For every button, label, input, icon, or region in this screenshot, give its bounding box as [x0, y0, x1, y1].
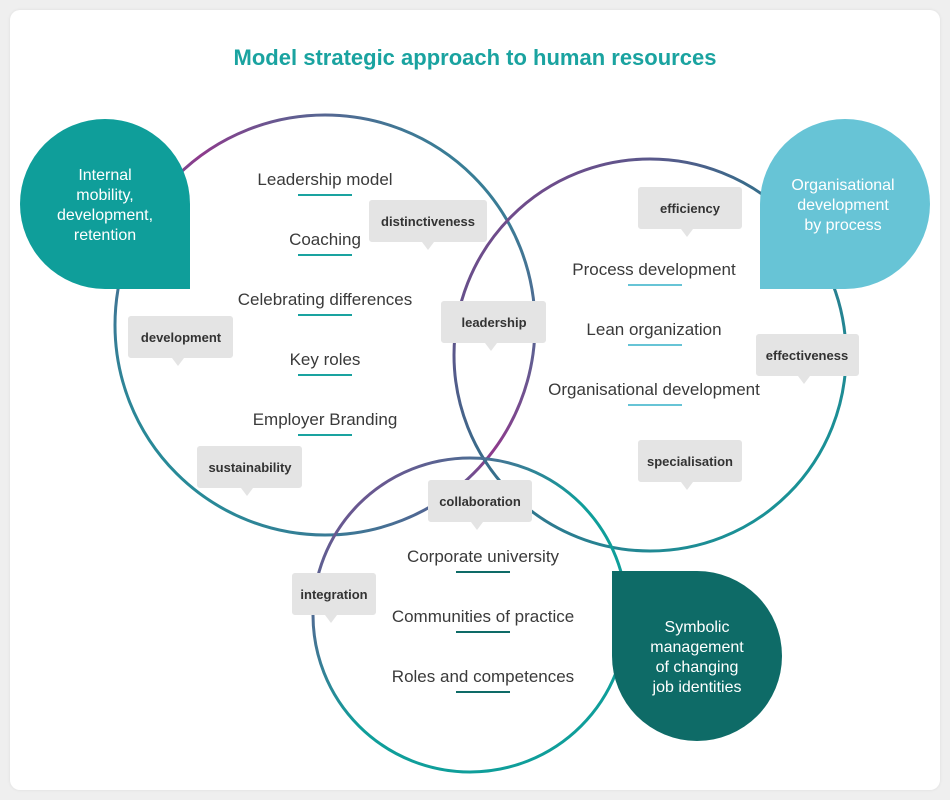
left-item: Employer Branding [253, 410, 398, 429]
left-item: Coaching [289, 230, 361, 249]
tag-specialisation: specialisation [638, 440, 742, 490]
tag-label: sustainability [208, 460, 292, 475]
tag-label: distinctiveness [381, 214, 475, 229]
tag-sustainability: sustainability [197, 446, 302, 496]
bubble-left-line: development, [57, 207, 153, 224]
tag-label: efficiency [660, 201, 721, 216]
bottom-items: Corporate university Communities of prac… [392, 547, 574, 693]
tag-integration: integration [292, 573, 376, 623]
bubble-right [760, 119, 930, 289]
tag-efficiency: efficiency [638, 187, 742, 237]
bubble-right-text: Organisational development by process [791, 177, 894, 234]
left-item: Celebrating differences [238, 290, 413, 309]
bubble-left-text: Internal mobility, development, retentio… [57, 167, 153, 244]
right-items: Process development Lean organization Or… [548, 260, 760, 406]
bubble-bottom-line: Symbolic [665, 619, 730, 636]
tag-development: development [128, 316, 233, 366]
bubble-bottom-line: job identities [652, 679, 742, 696]
bubble-right-line: Organisational [791, 177, 894, 194]
bubble-bottom-line: management [650, 639, 744, 656]
right-item: Lean organization [586, 320, 721, 339]
bubble-left-line: Internal [78, 167, 131, 184]
bubble-left [20, 119, 190, 289]
bubble-bottom [612, 571, 782, 741]
bubble-right-line: by process [804, 217, 881, 234]
tag-collaboration: collaboration [428, 480, 532, 530]
tag-label: collaboration [439, 494, 521, 509]
left-item: Key roles [290, 350, 361, 369]
tag-label: leadership [461, 315, 526, 330]
bottom-item: Communities of practice [392, 607, 574, 626]
bubble-bottom-line: of changing [656, 659, 739, 676]
right-item: Organisational development [548, 380, 760, 399]
tag-label: integration [300, 587, 367, 602]
tag-label: effectiveness [766, 348, 848, 363]
bubble-left-line: retention [74, 227, 136, 244]
diagram-card [10, 10, 940, 790]
bottom-item: Roles and competences [392, 667, 574, 686]
diagram-title: Model strategic approach to human resour… [233, 45, 717, 70]
tag-label: development [141, 330, 222, 345]
tag-distinctiveness: distinctiveness [369, 200, 487, 250]
bubble-right-line: development [797, 197, 889, 214]
tag-label: specialisation [647, 454, 733, 469]
bubble-left-line: mobility, [76, 187, 134, 204]
left-items: Leadership model Coaching Celebrating di… [238, 170, 413, 436]
bottom-item: Corporate university [407, 547, 560, 566]
tag-effectiveness: effectiveness [756, 334, 859, 384]
bubble-bottom-text: Symbolic management of changing job iden… [650, 619, 744, 696]
right-item: Process development [572, 260, 736, 279]
left-item: Leadership model [257, 170, 392, 189]
tag-leadership: leadership [441, 301, 546, 351]
